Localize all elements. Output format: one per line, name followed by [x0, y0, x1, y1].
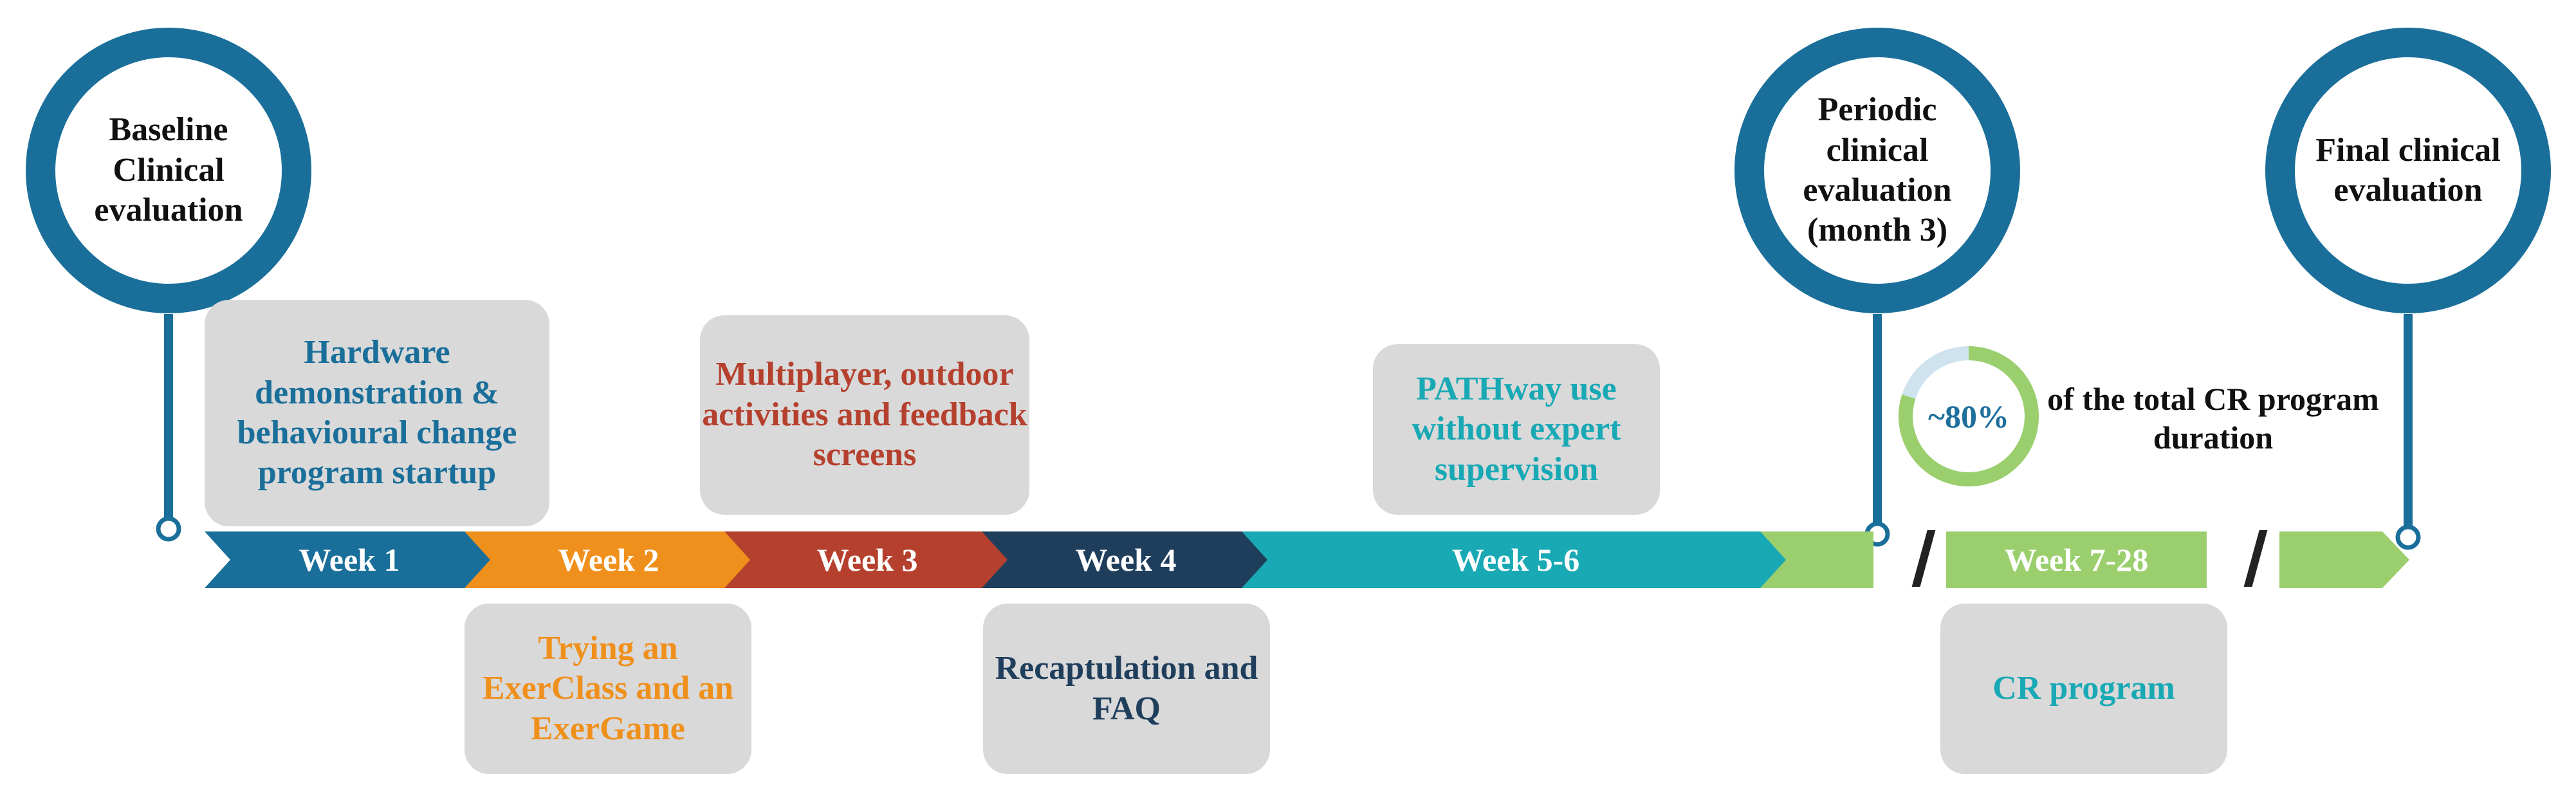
progress-ring — [1899, 346, 2039, 486]
periodic-milestone-pin — [1734, 28, 2020, 547]
week-2-segment — [465, 531, 753, 588]
timeline-break-mark: // — [2243, 517, 2268, 603]
week-5-6-label: Week 5-6 — [1451, 542, 1580, 578]
pathway-use-box: PATHway use without expert supervision — [1373, 344, 1660, 515]
multiplayer-box: Multiplayer, outdoor activities and feed… — [700, 315, 1029, 515]
week-4-segment — [982, 531, 1270, 588]
week-3-segment — [724, 531, 1010, 588]
timeline-break-mark: // — [1911, 517, 1936, 603]
week-4-label: Week 4 — [1075, 542, 1177, 578]
week-1-label: Week 1 — [299, 542, 400, 578]
week-3-label: Week 3 — [816, 542, 918, 578]
baseline-milestone-pin — [26, 28, 311, 542]
end-arrow-segment — [2279, 531, 2409, 588]
week-5-6-segment — [1242, 531, 1790, 588]
exerclass-exergame-box: Trying an ExerClass and an ExerGame — [465, 604, 751, 774]
progress-caption: of the total CR program duration — [2047, 381, 2379, 456]
week-2-label: Week 2 — [558, 542, 659, 578]
week-5-6-tail-segment — [1760, 531, 1873, 588]
baseline-evaluation-label: Baseline Clinical evaluation — [94, 111, 243, 229]
final-milestone-pin — [2265, 28, 2551, 550]
hardware-demo-box: Hardware demonstration & behavioural cha… — [205, 300, 549, 526]
week-7-28-label: Week 7-28 — [2004, 542, 2149, 578]
recapitulation-box: Recaptulation and FAQ — [983, 604, 1270, 774]
cr-program-box: CR program — [1940, 604, 2227, 774]
progress-percent-label: ~80% — [1927, 398, 2009, 434]
periodic-evaluation-label: Periodic clinical evaluation (month 3) — [1803, 91, 1952, 249]
week-7-28-segment — [1946, 531, 2207, 588]
final-evaluation-label: Final clinical evaluation — [2315, 131, 2501, 208]
week-1-segment — [205, 531, 494, 588]
